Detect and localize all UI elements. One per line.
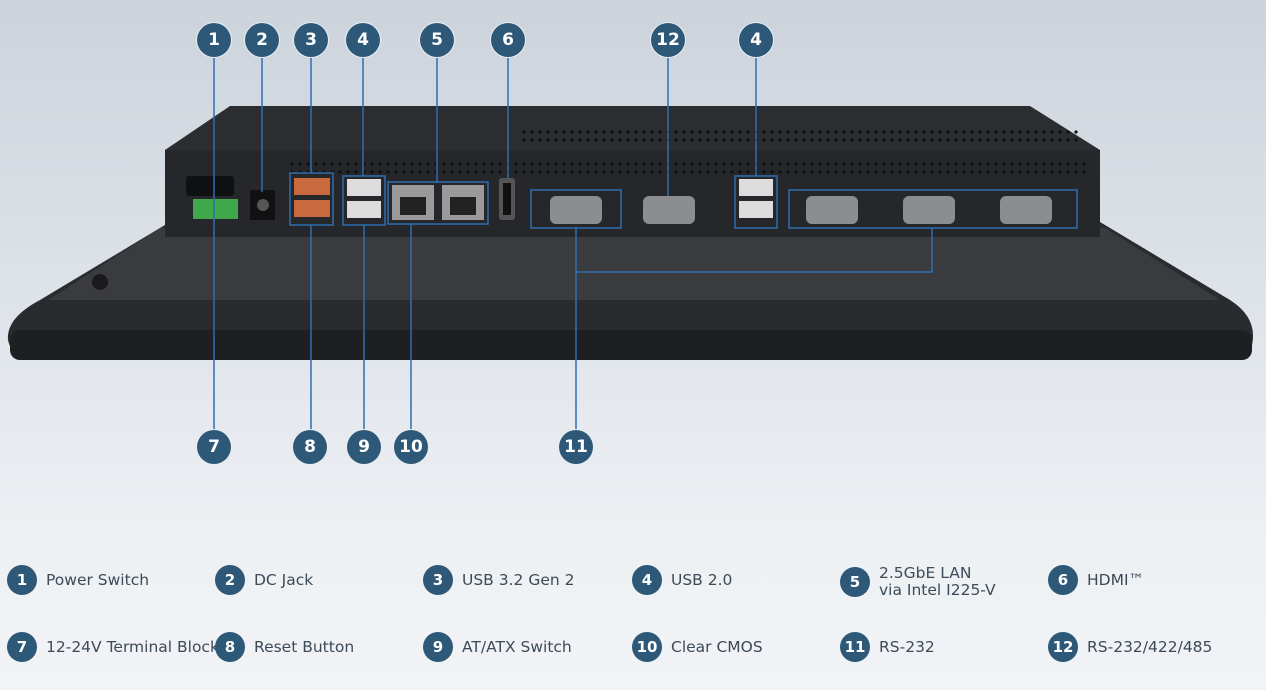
legend-item: 3 USB 3.2 Gen 2 [423, 565, 574, 595]
callout-badge-3: 3 [294, 23, 328, 57]
legend-label: RS-232/422/485 [1087, 637, 1213, 656]
legend-item: 8 Reset Button [215, 632, 354, 662]
legend-item: 2 DC Jack [215, 565, 313, 595]
legend-label-line2: via Intel I225-V [879, 581, 996, 599]
legend-item: 7 12-24V Terminal Block [7, 632, 219, 662]
legend-badge: 3 [423, 565, 453, 595]
legend-badge: 7 [7, 632, 37, 662]
legend-item: 9 AT/ATX Switch [423, 632, 572, 662]
legend-badge: 9 [423, 632, 453, 662]
legend-item: 6 HDMI™ [1048, 565, 1144, 595]
callout-badge-9: 9 [347, 430, 381, 464]
callout-badge-5: 5 [420, 23, 454, 57]
callout-badge-12: 12 [651, 23, 685, 57]
legend-badge: 8 [215, 632, 245, 662]
legend-item: 4 USB 2.0 [632, 565, 732, 595]
legend-badge: 11 [840, 632, 870, 662]
legend-label: Clear CMOS [671, 637, 763, 656]
legend-badge: 5 [840, 567, 870, 597]
callout-badge-1: 1 [197, 23, 231, 57]
legend-badge: 12 [1048, 632, 1078, 662]
legend-badge: 10 [632, 632, 662, 662]
callout-badge-8: 8 [293, 430, 327, 464]
legend-badge: 1 [7, 565, 37, 595]
legend-badge: 2 [215, 565, 245, 595]
legend-item: 10 Clear CMOS [632, 632, 763, 662]
legend-item: 11 RS-232 [840, 632, 935, 662]
legend-label: USB 3.2 Gen 2 [462, 570, 575, 589]
callout-badge-4: 4 [346, 23, 380, 57]
legend-label: HDMI™ [1087, 570, 1145, 589]
callout-badge-7: 7 [197, 430, 231, 464]
legend-item: 12 RS-232/422/485 [1048, 632, 1212, 662]
legend-item: 1 Power Switch [7, 565, 149, 595]
legend-label: USB 2.0 [671, 570, 733, 589]
legend-label: RS-232 [879, 637, 935, 656]
callout-badge-10: 10 [394, 430, 428, 464]
legend-label: Power Switch [46, 570, 150, 589]
callout-badge-11: 11 [559, 430, 593, 464]
legend-label-line1: 2.5GbE LAN [879, 564, 972, 582]
legend-label: AT/ATX Switch [462, 637, 572, 656]
callout-badge-4-right: 4 [739, 23, 773, 57]
legend-badge: 4 [632, 565, 662, 595]
legend-label: Reset Button [254, 637, 355, 656]
legend-badge: 6 [1048, 565, 1078, 595]
legend-label: DC Jack [254, 570, 314, 589]
callout-badge-6: 6 [491, 23, 525, 57]
legend-label: 12-24V Terminal Block [46, 637, 219, 656]
callout-badge-2: 2 [245, 23, 279, 57]
